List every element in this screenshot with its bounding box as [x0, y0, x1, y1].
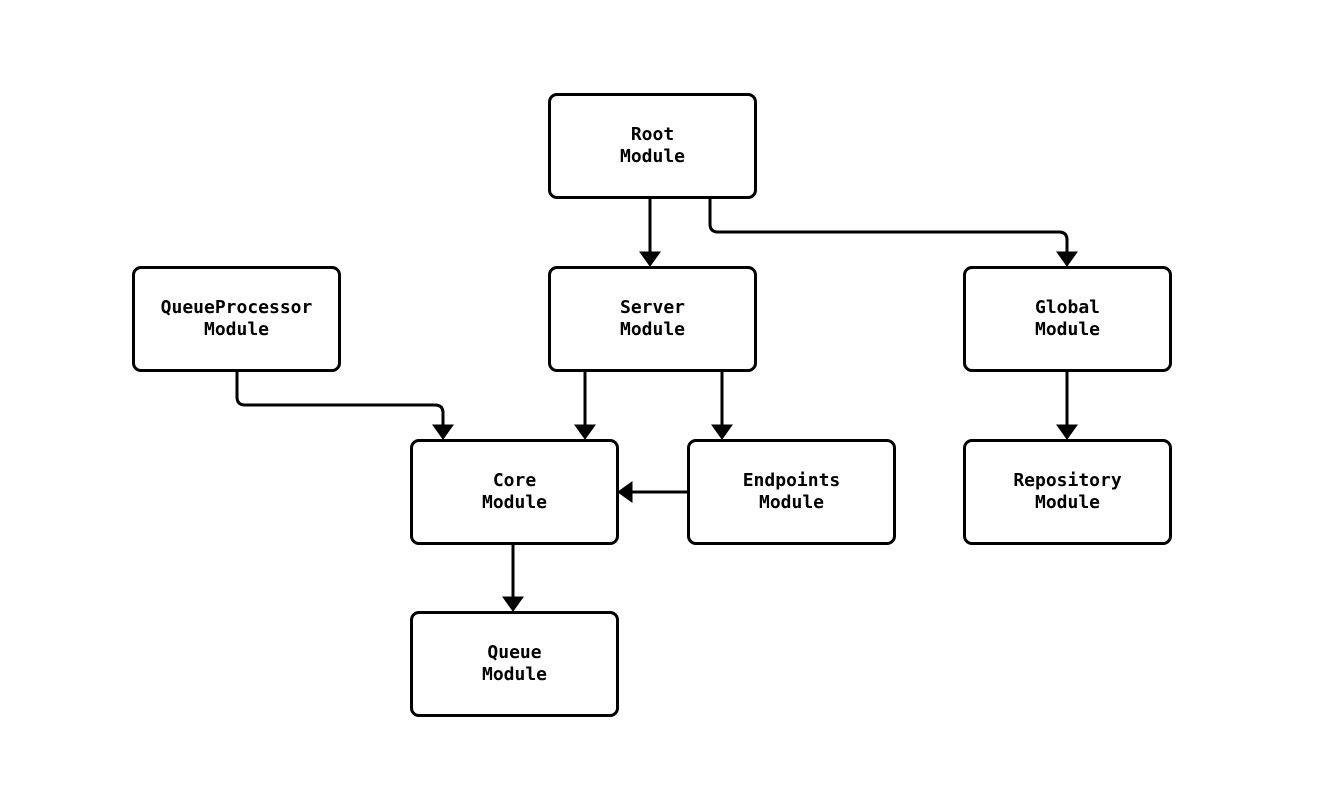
node-queue-module: Queue Module — [410, 611, 619, 717]
node-label: Endpoints — [742, 470, 841, 491]
node-label: Module — [481, 664, 548, 685]
node-label: Repository — [1013, 470, 1122, 491]
node-server-module: Server Module — [548, 266, 757, 372]
node-label: Module — [1034, 319, 1101, 340]
node-label: Module — [203, 319, 270, 340]
edge-queueprocessor-core — [235, 370, 454, 440]
node-global-module: Global Module — [963, 266, 1172, 372]
node-label: Module — [619, 319, 686, 340]
node-endpoints-module: Endpoints Module — [687, 439, 896, 545]
node-label: Global — [1034, 297, 1101, 318]
node-label: Queue — [487, 642, 542, 663]
node-label: QueueProcessor — [160, 297, 313, 318]
edge-server-core — [574, 370, 596, 440]
node-core-module: Core Module — [410, 439, 619, 545]
node-label: Module — [758, 492, 825, 513]
node-label: Core — [492, 470, 537, 491]
node-label: Module — [619, 146, 686, 167]
node-queueprocessor-module: QueueProcessor Module — [132, 266, 341, 372]
node-label: Root — [630, 124, 675, 145]
edge-server-endpoints — [711, 370, 733, 440]
node-label: Module — [1034, 492, 1101, 513]
edge-root-server — [639, 197, 661, 267]
edge-root-global — [708, 197, 1078, 267]
edge-global-repository — [1056, 370, 1078, 440]
node-label: Module — [481, 492, 548, 513]
edge-endpoints-core — [617, 481, 689, 503]
node-label: Server — [619, 297, 686, 318]
node-root-module: Root Module — [548, 93, 757, 199]
node-repository-module: Repository Module — [963, 439, 1172, 545]
edge-core-queue — [502, 543, 524, 612]
